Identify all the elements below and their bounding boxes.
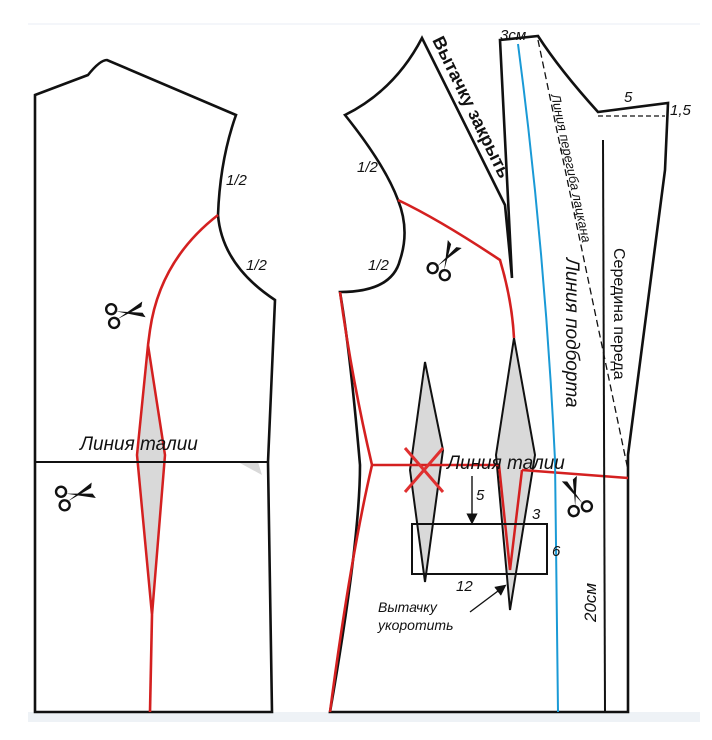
measure-3cm: 3см xyxy=(500,27,526,44)
half-mark-1: 1/2 xyxy=(226,172,248,189)
waist-label-front: Линия талии xyxy=(445,453,565,474)
side-dart-shade xyxy=(238,462,262,475)
arrow-shorten xyxy=(469,584,507,613)
shorten-dart-label-2: укоротить xyxy=(377,617,453,633)
scissors-icon xyxy=(424,236,467,284)
measure-3: 3 xyxy=(532,506,541,523)
back-cut-line xyxy=(146,213,219,346)
front-bust-dart xyxy=(494,337,537,611)
facing-line-label: Линия подборта xyxy=(561,256,582,408)
lapel-fold-line xyxy=(537,39,629,471)
back-piece xyxy=(33,58,277,714)
facing-line xyxy=(517,43,559,713)
front-waist-red xyxy=(372,463,629,480)
front-piece xyxy=(328,34,670,714)
front-outline xyxy=(328,34,670,714)
center-front-label: Середина переда xyxy=(610,248,627,380)
front-cut-upper xyxy=(397,198,516,339)
measure-6: 6 xyxy=(552,543,561,560)
waist-label-back: Линия талии xyxy=(78,434,198,455)
measure-5-top: 5 xyxy=(624,89,633,106)
scissors-icon xyxy=(556,473,595,519)
measure-5-mid: 5 xyxy=(476,487,485,504)
cross-mark xyxy=(403,447,445,493)
half-mark-2: 1/2 xyxy=(246,257,268,274)
front-side-red xyxy=(328,291,374,713)
scissors-icon xyxy=(104,296,148,331)
measure-12: 12 xyxy=(456,578,473,595)
half-mark-4: 1/2 xyxy=(368,257,390,274)
back-outline xyxy=(33,58,277,714)
lapel-fold-label: Линия перегиба лацкана xyxy=(548,92,594,244)
back-cut-line-lower xyxy=(148,614,154,713)
frame-bottom xyxy=(28,712,700,722)
center-front-line xyxy=(602,139,606,713)
shorten-dart-label-1: Вытачку xyxy=(378,599,438,615)
measure-1-5: 1,5 xyxy=(670,102,692,119)
front-dart-red xyxy=(497,464,524,571)
scissors-icon xyxy=(53,477,99,513)
back-dart xyxy=(135,344,167,616)
half-mark-3: 1/2 xyxy=(357,159,379,176)
shorten-box xyxy=(411,523,548,575)
measure-20cm: 20см xyxy=(581,583,600,623)
